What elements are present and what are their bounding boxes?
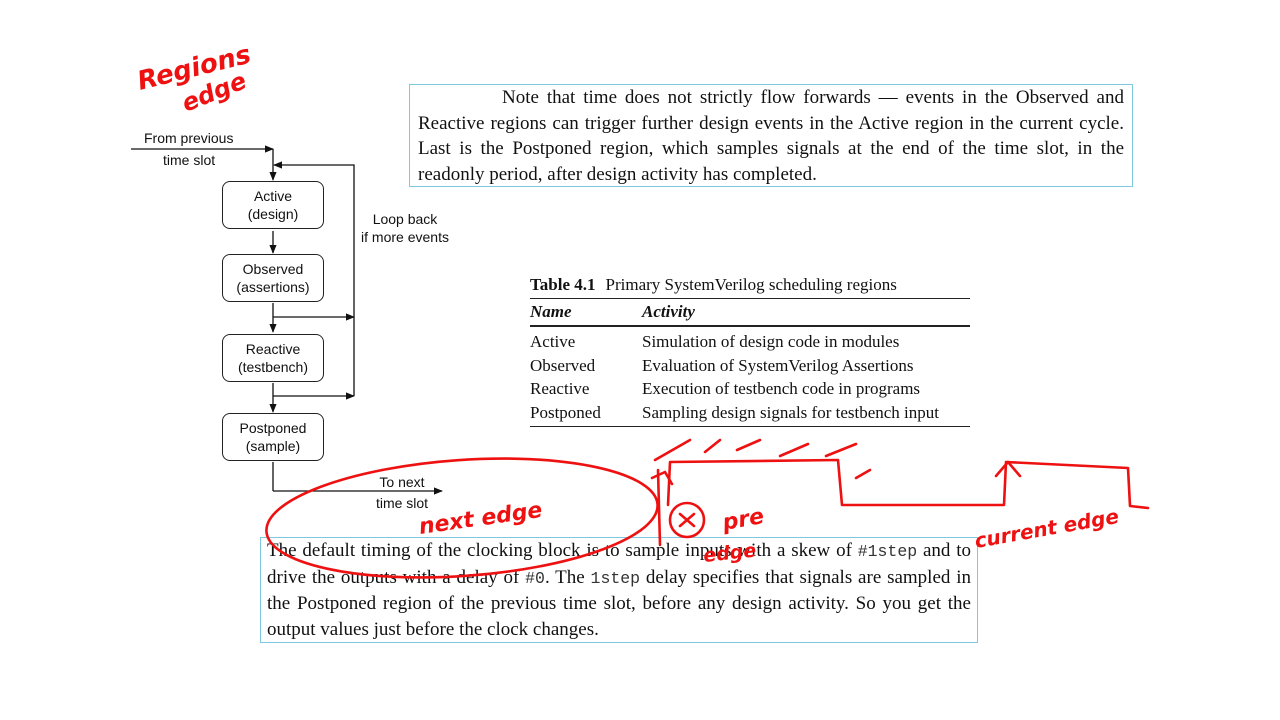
to-next-line2: time slot	[375, 495, 429, 511]
edge-marker-line	[656, 468, 662, 547]
region-sub: (design)	[247, 206, 299, 222]
region-postponed-node: Postponed (sample)	[222, 413, 324, 461]
table-bottom-rule	[530, 426, 970, 427]
loop-back-line	[273, 161, 355, 396]
clocking-paragraph-box: The default timing of the clocking block…	[260, 537, 978, 643]
to-next-label: To next time slot	[372, 473, 432, 512]
annotation-pre: pre	[720, 504, 766, 536]
table-title: Primary SystemVerilog scheduling regions	[605, 275, 897, 294]
pre-circle-scribble	[678, 512, 696, 528]
cell-name: Postponed	[530, 402, 601, 422]
cell-activity: Evaluation of SystemVerilog Assertions	[642, 355, 914, 375]
cell-name: Observed	[530, 355, 596, 375]
region-sub: (testbench)	[237, 359, 309, 375]
from-previous-label: From previous time slot	[144, 129, 233, 169]
dashed-strokes	[653, 438, 872, 480]
cell-activity: Sampling design signals for testbench in…	[642, 402, 939, 422]
clock-waveform	[666, 458, 1150, 510]
clocking-text-1: The default timing of the clocking block…	[267, 540, 858, 561]
table-row: Postponed Sampling design signals for te…	[530, 401, 970, 425]
region-name: Reactive	[245, 341, 301, 357]
pre-circle	[668, 501, 706, 539]
table-caption: Table 4.1 Primary SystemVerilog schedulin…	[530, 272, 970, 298]
note-paragraph: Note that time does not strictly flow fo…	[418, 87, 1124, 185]
note-paragraph-box: Note that time does not strictly flow fo…	[409, 84, 1133, 187]
clocking-paragraph: The default timing of the clocking block…	[267, 538, 971, 642]
table-header-row: Name Activity	[530, 299, 970, 325]
region-name: Active	[253, 188, 293, 204]
table-header-rule	[530, 325, 970, 327]
cell-activity: Simulation of design code in modules	[642, 332, 900, 351]
table-label: Table 4.1	[530, 275, 596, 294]
loop-back-line2: if more events	[361, 229, 449, 245]
code-1step: #1step	[857, 542, 918, 561]
annotation-current-edge: current edge	[973, 504, 1121, 553]
annotation-pre-edge: edge	[702, 540, 757, 567]
region-active-node: Active (design)	[222, 181, 324, 229]
current-edge-arrow	[994, 460, 1022, 478]
cell-name: Active	[530, 332, 576, 351]
loop-back-line1: Loop back	[372, 211, 438, 227]
loop-back-label: Loop back if more events	[358, 210, 452, 246]
region-name: Observed	[242, 261, 304, 277]
cell-name: Reactive	[530, 379, 590, 398]
cell-activity: Execution of testbench code in programs	[642, 379, 921, 398]
code-0: #0	[525, 568, 545, 588]
to-next-line1: To next	[379, 474, 425, 490]
region-sub: (assertions)	[236, 279, 310, 295]
table-top-rule	[530, 298, 970, 299]
table-row: Observed Evaluation of SystemVerilog Ass…	[530, 354, 970, 378]
region-observed-node: Observed (assertions)	[222, 254, 324, 302]
clocking-text-4: delay specifies that signals are sampled…	[267, 566, 971, 640]
scheduling-regions-table: Table 4.1 Primary SystemVerilog schedulin…	[530, 272, 970, 427]
header-activity: Activity	[642, 302, 695, 321]
header-name: Name	[530, 302, 572, 321]
code-1step-delay: 1step	[590, 568, 641, 588]
to-next-circle	[265, 457, 659, 579]
table-row: Reactive Execution of testbench code in …	[530, 377, 970, 401]
region-sub: (sample)	[245, 438, 301, 454]
annotation-next-edge: next edge	[417, 498, 544, 540]
table-row: Active Simulation of design code in modu…	[530, 330, 970, 354]
from-previous-line1: From previous	[144, 130, 234, 146]
region-reactive-node: Reactive (testbench)	[222, 334, 324, 382]
from-previous-line2: time slot	[163, 152, 216, 168]
region-name: Postponed	[239, 420, 307, 436]
clocking-text-3: . The	[544, 566, 591, 588]
